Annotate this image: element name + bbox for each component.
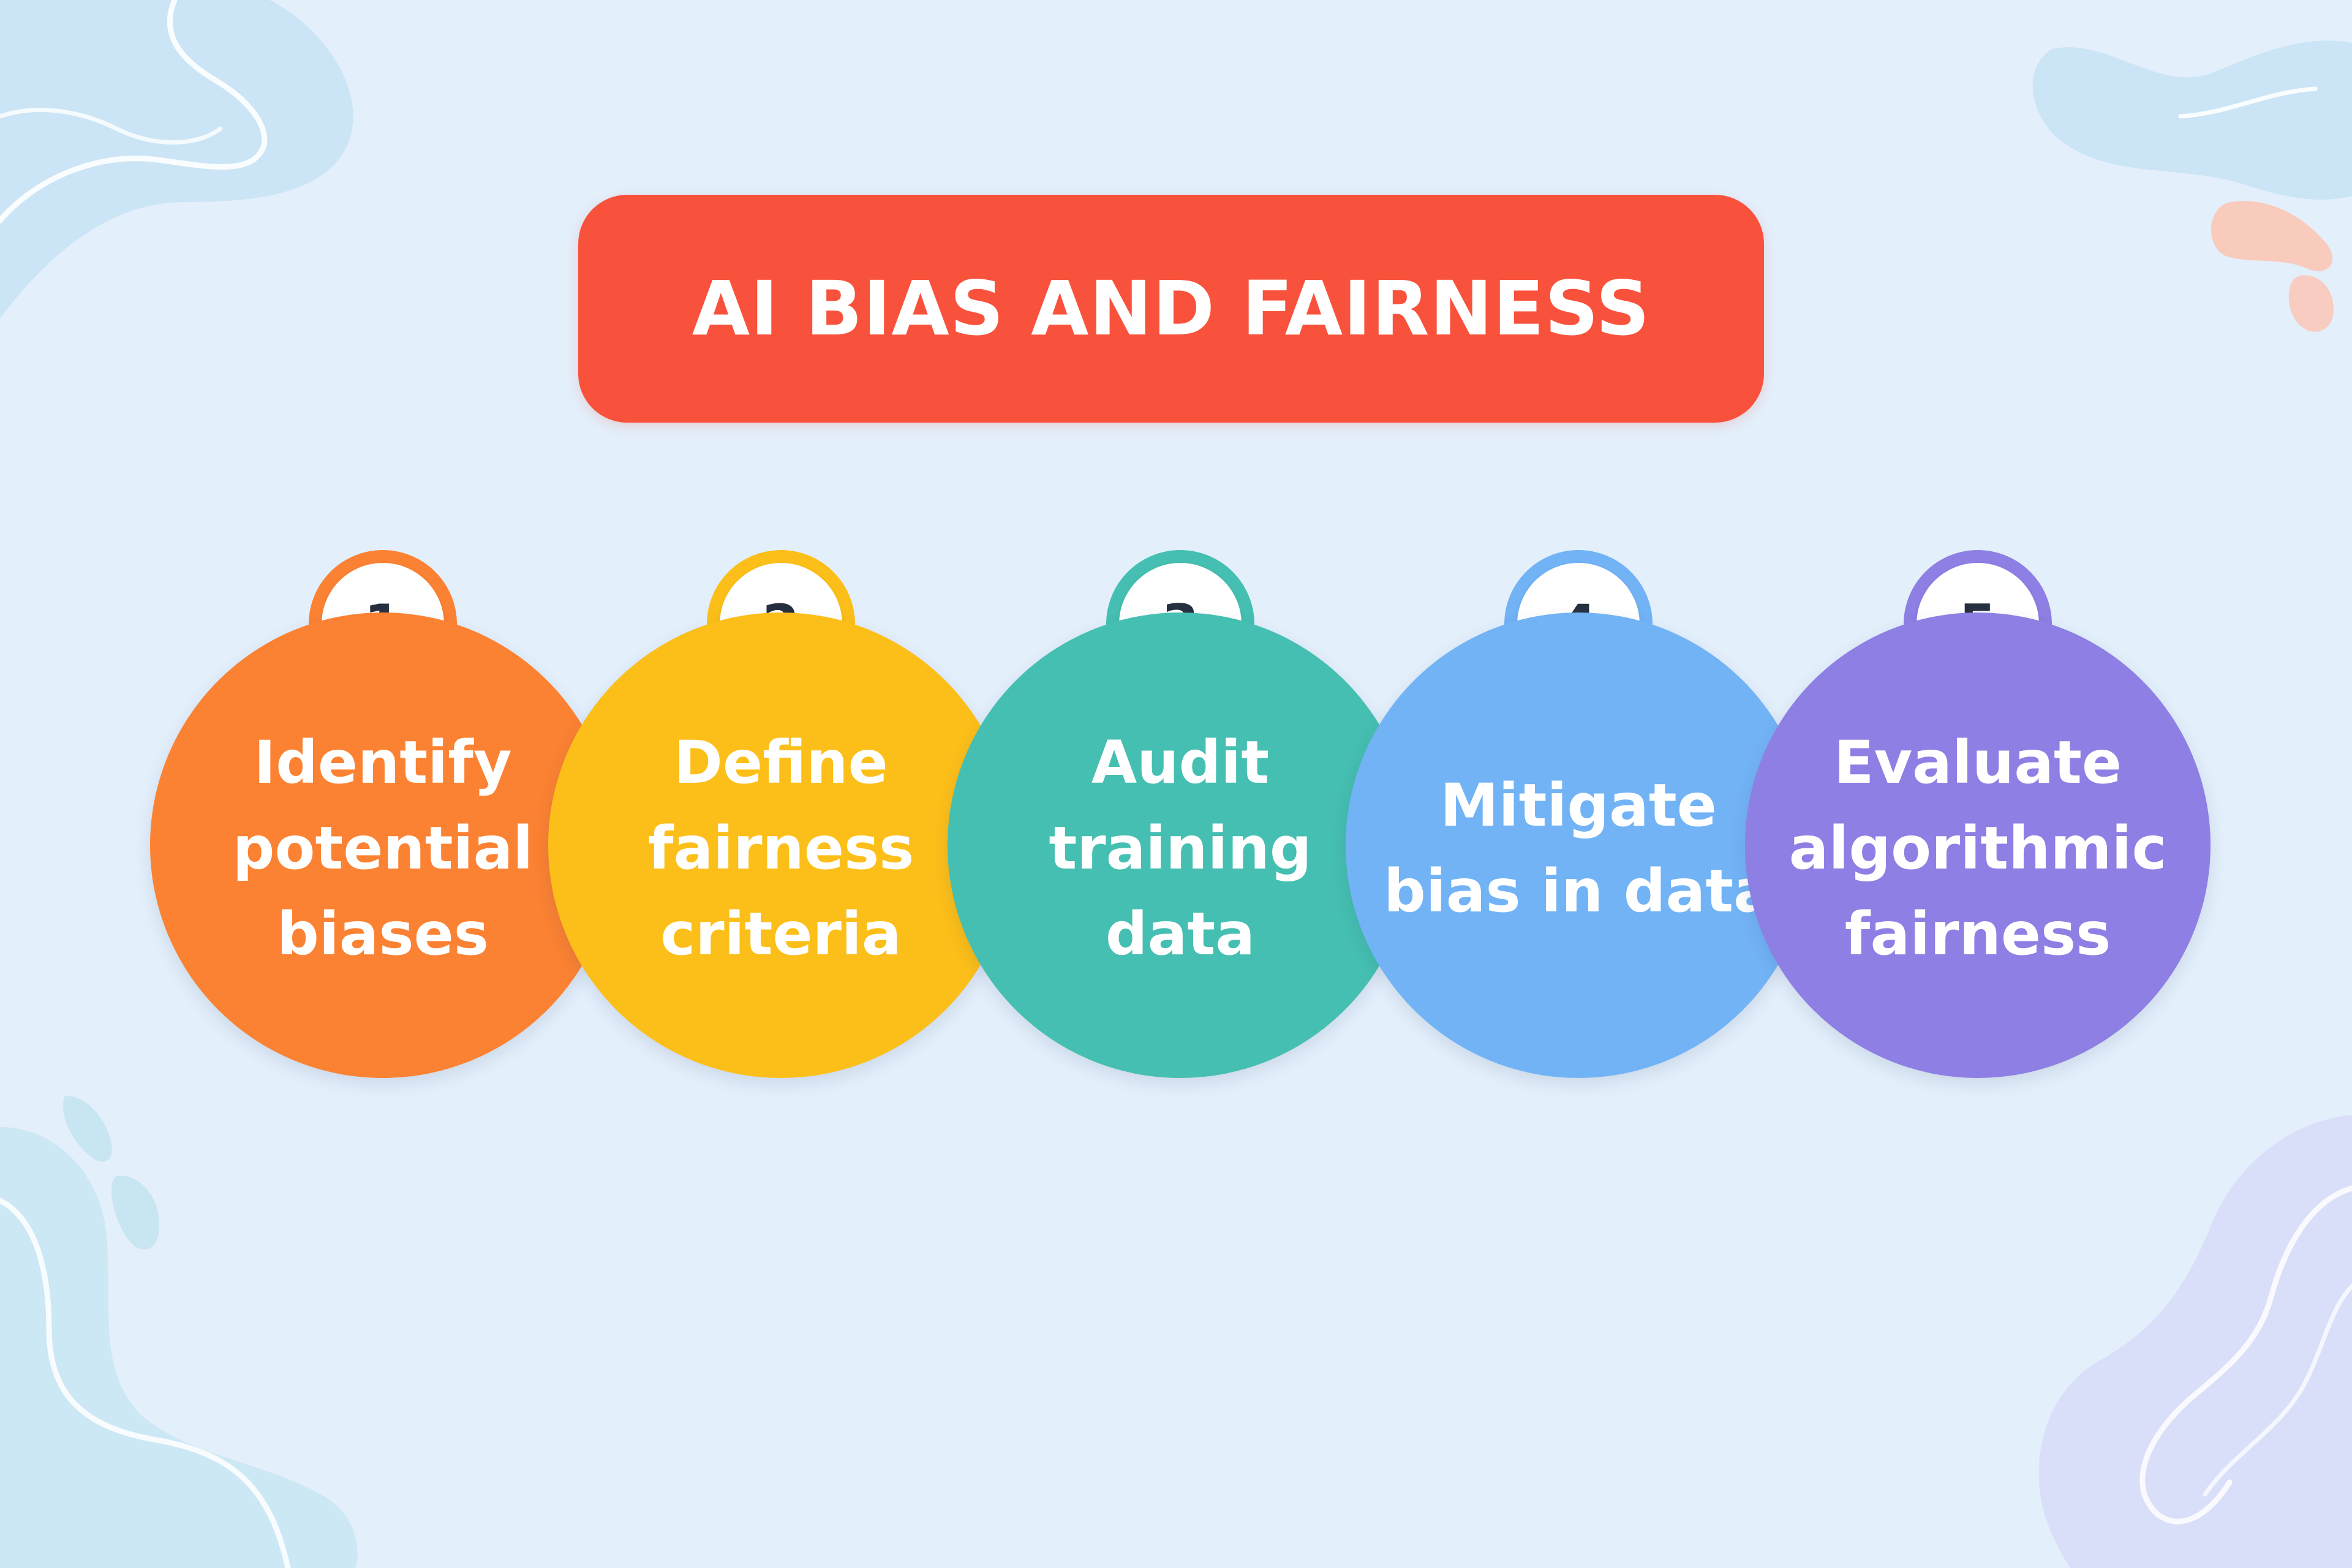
decoration-blob-bottom-left — [0, 1127, 358, 1568]
decoration-drop-bottom-left-1 — [63, 1096, 112, 1162]
decoration-line-bottom-left — [0, 1197, 291, 1568]
decoration-blob-top-left — [0, 0, 353, 318]
decoration-drop-top-right-1 — [2211, 201, 2333, 271]
decoration-blob-top-right — [2032, 40, 2352, 200]
title-banner: AI BIAS AND FAIRNESS — [578, 195, 1764, 423]
decoration-line-top-left — [0, 0, 268, 224]
step-1-circle: Identify potential biases — [150, 612, 616, 1078]
step-5-label: Evaluate algorithmic fairness — [1789, 728, 2167, 968]
step-1-label: Identify potential biases — [232, 728, 533, 968]
step-4-label: Mitigate bias in data — [1384, 771, 1773, 925]
step-1-label-box: Identify potential biases — [150, 612, 616, 1078]
decoration-drop-top-right-2 — [2288, 275, 2334, 332]
decoration-blob-bottom-right — [2038, 1115, 2352, 1568]
step-2-label: Define fairness criteria — [647, 728, 914, 968]
decoration-line-top-left-2 — [0, 108, 223, 145]
step-5-circle: Evaluate algorithmic fairness — [1745, 612, 2211, 1078]
step-3-label: Audit training data — [1049, 728, 1312, 968]
decoration-line-top-right — [2178, 86, 2318, 119]
decoration-line-bottom-right-1 — [2139, 1185, 2352, 1525]
step-3-circle: Audit training data — [948, 612, 1413, 1078]
decoration-drop-bottom-left-2 — [111, 1175, 159, 1250]
step-2-label-box: Define fairness criteria — [548, 612, 1014, 1078]
step-3-label-box: Audit training data — [948, 612, 1413, 1078]
step-5-label-box: Evaluate algorithmic fairness — [1745, 612, 2211, 1078]
decoration-line-bottom-right-2 — [2203, 1284, 2352, 1497]
title-text: AI BIAS AND FAIRNESS — [692, 265, 1651, 352]
step-2-circle: Define fairness criteria — [548, 612, 1014, 1078]
step-4-circle: Mitigate bias in data — [1346, 612, 1811, 1078]
step-4-label-box: Mitigate bias in data — [1346, 612, 1811, 1078]
